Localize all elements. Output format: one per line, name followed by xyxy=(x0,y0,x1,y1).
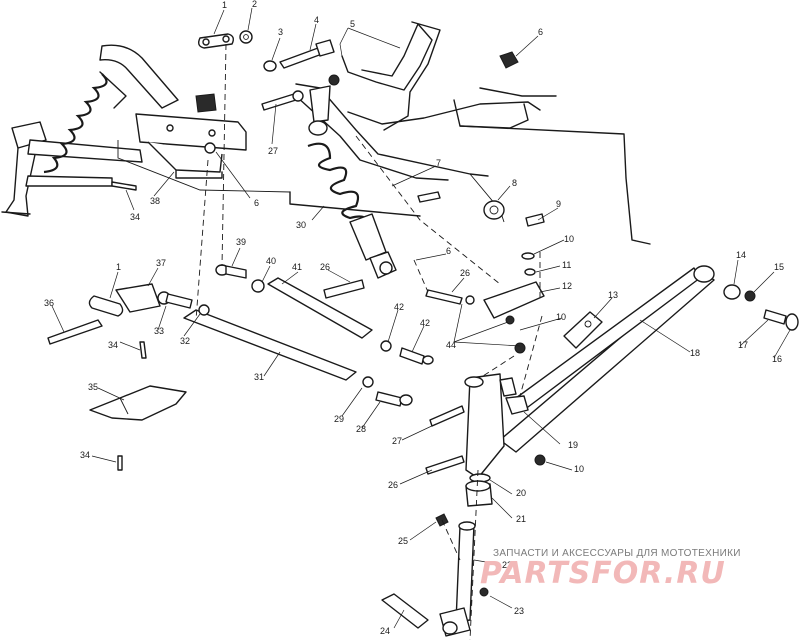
a-arm-assembly xyxy=(381,265,799,637)
center-hardware xyxy=(362,252,545,527)
watermark-caption: ЗАПЧАСТИ И АКСЕССУАРЫ ДЛЯ МОТОТЕХНИКИ xyxy=(493,548,741,559)
callout-label: 37 xyxy=(156,258,166,268)
callout-label: 22 xyxy=(502,560,512,570)
callout-label: 10 xyxy=(574,464,584,474)
callout-label: 20 xyxy=(516,488,526,498)
callout-label: 7 xyxy=(436,158,441,168)
callout-label: 39 xyxy=(236,237,246,247)
callout-label: 6 xyxy=(254,198,259,208)
callout-label: 12 xyxy=(562,281,572,291)
callout-label: 29 xyxy=(334,414,344,424)
callout-label: 33 xyxy=(154,326,164,336)
callout-label: 26 xyxy=(320,262,330,272)
callout-label: 1 xyxy=(222,0,227,10)
callout-label: 24 xyxy=(380,626,390,636)
assembly-guide-lines xyxy=(195,43,543,641)
callout-label: 9 xyxy=(556,199,561,209)
lower-left-parts xyxy=(47,264,373,471)
callout-label: 40 xyxy=(266,256,276,266)
callout-label: 11 xyxy=(562,260,571,270)
callout-label: 5 xyxy=(350,19,355,29)
callout-label: 34 xyxy=(80,450,90,460)
callout-label: 27 xyxy=(268,146,278,156)
callout-label: 17 xyxy=(738,340,748,350)
callout-label: 16 xyxy=(772,354,782,364)
watermark-logo: PARTSFOR.RU xyxy=(480,556,726,591)
top-hardware xyxy=(111,30,545,227)
callout-label: 23 xyxy=(514,606,524,616)
callout-label: 30 xyxy=(296,220,306,230)
callout-label: 34 xyxy=(130,212,140,222)
callout-label: 35 xyxy=(88,382,98,392)
upper-frame xyxy=(289,21,651,245)
callout-label: 27 xyxy=(392,436,402,446)
callout-label: 6 xyxy=(538,27,543,37)
callout-label: 13 xyxy=(608,290,618,300)
callout-label: 42 xyxy=(394,302,404,312)
callout-label: 32 xyxy=(180,336,190,346)
callout-label: 34 xyxy=(108,340,118,350)
callout-label: 21 xyxy=(516,514,526,524)
callout-label: 42 xyxy=(420,318,430,328)
callout-label: 41 xyxy=(292,262,302,272)
callout-leaders xyxy=(51,7,791,629)
callout-label: 8 xyxy=(512,178,517,188)
callout-label: 14 xyxy=(736,250,746,260)
callout-label: 6 xyxy=(446,246,451,256)
callout-label: 31 xyxy=(254,372,264,382)
callout-label: 19 xyxy=(568,440,578,450)
callout-labels: 1 2 3 4 5 6 27 38 6 34 7 30 8 9 10 11 12… xyxy=(44,0,784,636)
callout-label: 18 xyxy=(690,348,700,358)
callout-label: 10 xyxy=(564,234,574,244)
callout-label: 26 xyxy=(388,480,398,490)
callout-label: 28 xyxy=(356,424,366,434)
callout-label: 26 xyxy=(460,268,470,278)
center-shock xyxy=(307,85,397,299)
callout-label: 4 xyxy=(314,15,319,25)
callout-label: 36 xyxy=(44,298,54,308)
callout-label: 15 xyxy=(774,262,784,272)
callout-label: 44 xyxy=(446,340,456,350)
callout-label: 1 xyxy=(116,262,121,272)
callout-label: 38 xyxy=(150,196,160,206)
callout-label: 2 xyxy=(252,0,257,9)
callout-label: 10 xyxy=(556,312,566,322)
callout-label: 3 xyxy=(278,27,283,37)
left-frame-and-shock xyxy=(1,44,291,217)
callout-label: 25 xyxy=(398,536,408,546)
